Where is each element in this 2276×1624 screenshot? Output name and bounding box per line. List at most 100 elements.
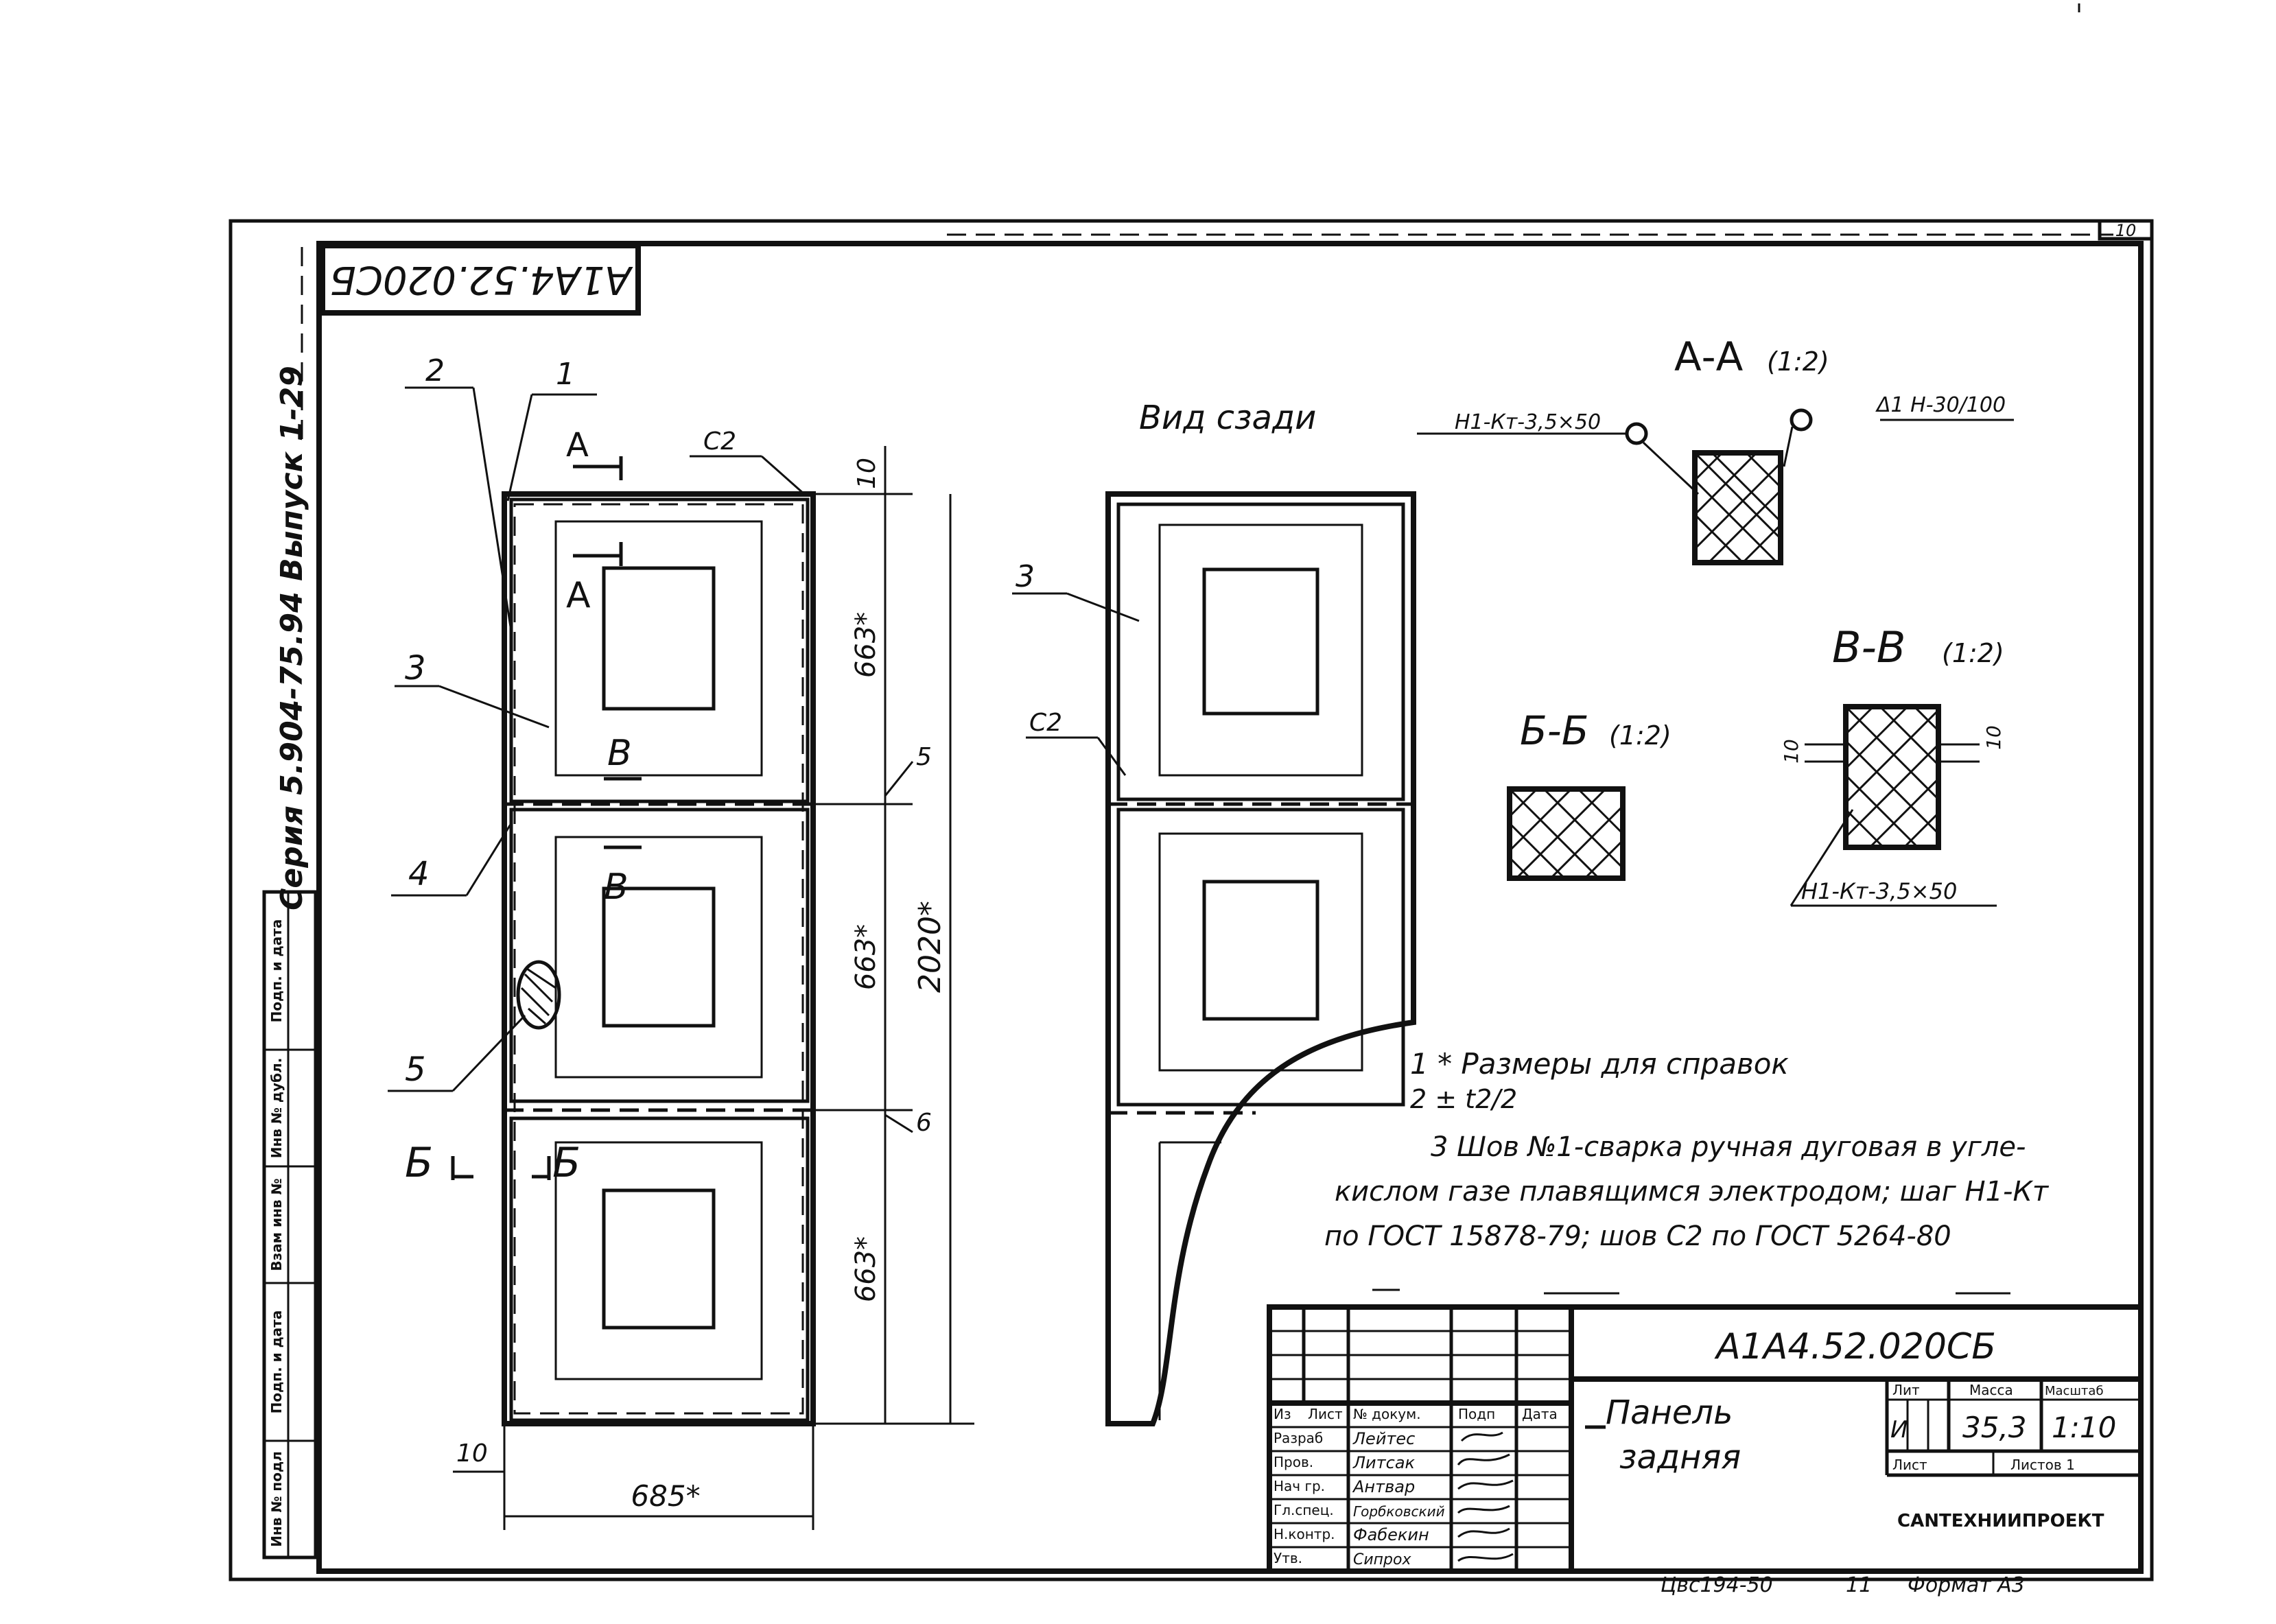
- dim-panel-1: 663*: [850, 612, 882, 678]
- rear-label-c2: С2: [1029, 709, 1062, 737]
- outer-frame: [228, 219, 2154, 1581]
- section-aa: А-А (1:2) Н1-Кт-3,5×50 Δ1 Н-30/100: [1417, 333, 2014, 565]
- corner-stamp-text: А1А4.52.020СБ: [329, 257, 633, 302]
- section-bb-title: Б-Б: [1520, 707, 1589, 754]
- section-vv-dim-left: 10: [1780, 739, 1803, 764]
- section-vv-weld: Н1-Кт-3,5×50: [1801, 878, 1957, 904]
- section-mark-a2: А: [566, 575, 591, 616]
- leader-1: 1: [556, 357, 575, 392]
- strip-cell-2: Инв № дубл.: [268, 1058, 285, 1159]
- tb-role-6: Утв.: [1274, 1550, 1302, 1566]
- series-text: Серия 5.904-75.94 Выпуск 1-29: [274, 366, 309, 910]
- strip-cell-1: Подп. и дата: [268, 919, 285, 1023]
- tb-title-line1: Панель: [1606, 1393, 1733, 1432]
- dim-gap-b: 6: [916, 1109, 932, 1137]
- signature-3: [1457, 1479, 1514, 1490]
- dim-width: 685*: [631, 1479, 700, 1513]
- strip-cell-4: Подп. и дата: [268, 1310, 285, 1414]
- title-block: Из Лист № докум. Подп Дата Разраб Пров. …: [1267, 1304, 2144, 1574]
- tb-name-2: Литсак: [1352, 1453, 1416, 1472]
- leader-5: 5: [405, 1050, 426, 1089]
- rear-label-3: 3: [1016, 559, 1035, 594]
- section-marks: А А В В Б Б: [405, 426, 642, 1187]
- signature-6: [1457, 1553, 1514, 1562]
- front-view-leaders: 2 1 3 4 5 С2: [388, 353, 805, 1092]
- tb-scale-header: Масштаб: [2045, 1384, 2104, 1398]
- tb-head-date: Дата: [1522, 1406, 1558, 1422]
- bottom-format: Формат А3: [1908, 1573, 2025, 1597]
- note-2: 2 ± t2/2: [1410, 1084, 1517, 1114]
- tb-sheet-label: Лист: [1892, 1457, 1927, 1473]
- leader-3: 3: [405, 649, 426, 687]
- section-vv: В-В (1:2) 10 10 Н1-Кт-3,5×50: [1780, 622, 2005, 907]
- dim-panel-2: 663*: [850, 924, 882, 990]
- tb-name-4: Горбковский: [1353, 1503, 1445, 1520]
- section-vv-dim-right: 10: [1982, 725, 2005, 750]
- tb-role-2: Пров.: [1274, 1454, 1313, 1470]
- section-aa-weld-right: Δ1 Н-30/100: [1875, 393, 2006, 417]
- note-3: 3 Шов №1-сварка ручная дуговая в угле-: [1431, 1131, 2026, 1163]
- tb-title-line2: задняя: [1619, 1438, 1741, 1476]
- tb-role-5: Н.контр.: [1274, 1526, 1335, 1542]
- corner-stamp-box: [320, 243, 641, 316]
- dim-total: 2020*: [913, 901, 948, 993]
- left-strip: Подп. и дата Инв № дубл. Взам инв № Подп…: [262, 890, 318, 1560]
- notes: 1 * Размеры для справок 2 ± t2/2 3 Шов №…: [1324, 1047, 2050, 1252]
- tb-role-4: Гл.спец.: [1274, 1502, 1334, 1518]
- strip-cell-5: Инв № подл: [268, 1451, 285, 1547]
- sheet-number-box: [2098, 219, 2154, 241]
- tb-mass-header: Масса: [1969, 1382, 2013, 1398]
- section-vv-title: В-В: [1832, 622, 1905, 672]
- signature-2: [1457, 1453, 1510, 1466]
- rear-view: Вид сзади 3 С2: [1012, 399, 1416, 1426]
- tb-lit-header: Лит: [1892, 1382, 1920, 1398]
- bottom-inventory: Цвс194-50: [1661, 1573, 1773, 1597]
- front-view: [502, 491, 816, 1426]
- tb-name-5: Фабекин: [1353, 1525, 1429, 1544]
- front-view-dimensions: 10 663* 663* 663* 2020* 5 6 685* 10: [453, 446, 974, 1530]
- tb-head-iz: Из: [1274, 1406, 1291, 1422]
- dim-panel-3: 663*: [850, 1236, 882, 1302]
- sheet-number: 10: [2115, 221, 2137, 240]
- signature-5: [1457, 1527, 1510, 1538]
- dim-left-gap: 10: [456, 1439, 488, 1468]
- tb-org: СANТЕХНИИПРОЕКТ: [1897, 1511, 2104, 1531]
- dim-top-gap: 10: [853, 458, 881, 489]
- note-4: кислом газе плавящимся электродом; шаг Н…: [1335, 1176, 2050, 1208]
- tb-mass-value: 35,3: [1962, 1411, 2027, 1444]
- tb-lit-value: И: [1890, 1416, 1908, 1444]
- inner-frame: [316, 241, 2144, 1574]
- signature-1: [1460, 1431, 1503, 1442]
- section-aa-weld-left: Н1-Кт-3,5×50: [1455, 410, 1601, 434]
- section-bb: Б-Б (1:2): [1507, 707, 1671, 881]
- tb-scale-value: 1:10: [2052, 1411, 2116, 1444]
- section-vv-scale: (1:2): [1942, 638, 2004, 668]
- bottom-texts: Цвс194-50 11 Формат А3: [1661, 1573, 2025, 1597]
- tb-name-1: Лейтес: [1352, 1429, 1415, 1448]
- section-mark-v2: В: [604, 867, 629, 908]
- tb-role-3: Нач гр.: [1274, 1478, 1325, 1494]
- tb-head-list: Лист: [1308, 1406, 1343, 1422]
- rear-view-title: Вид сзади: [1139, 399, 1316, 437]
- tb-head-sign: Подп: [1458, 1406, 1495, 1422]
- section-bb-scale: (1:2): [1609, 720, 1671, 751]
- signature-4: [1457, 1505, 1510, 1514]
- tb-head-doc: № докум.: [1353, 1406, 1421, 1422]
- tb-role-1: Разраб: [1274, 1430, 1323, 1446]
- leader-2: 2: [425, 353, 445, 388]
- note-5: по ГОСТ 15878-79; шов С2 по ГОСТ 5264-80: [1324, 1221, 1951, 1252]
- section-aa-scale: (1:2): [1767, 346, 1829, 377]
- front-weld-label: С2: [703, 427, 736, 456]
- tb-doc-number: А1А4.52.020СБ: [1714, 1326, 1996, 1367]
- note-1: 1 * Размеры для справок: [1410, 1047, 1789, 1081]
- section-aa-title: А-А: [1674, 333, 1744, 380]
- tb-sheets-label: Листов 1: [2010, 1457, 2075, 1473]
- tb-name-3: Антвар: [1352, 1477, 1415, 1496]
- strip-cell-3: Взам инв №: [268, 1178, 285, 1271]
- section-mark-v1: В: [607, 733, 632, 774]
- bottom-copy: 11: [1846, 1573, 1872, 1597]
- section-mark-b2: Б: [552, 1139, 580, 1187]
- section-mark-b1: Б: [405, 1139, 433, 1187]
- leader-4: 4: [408, 855, 430, 893]
